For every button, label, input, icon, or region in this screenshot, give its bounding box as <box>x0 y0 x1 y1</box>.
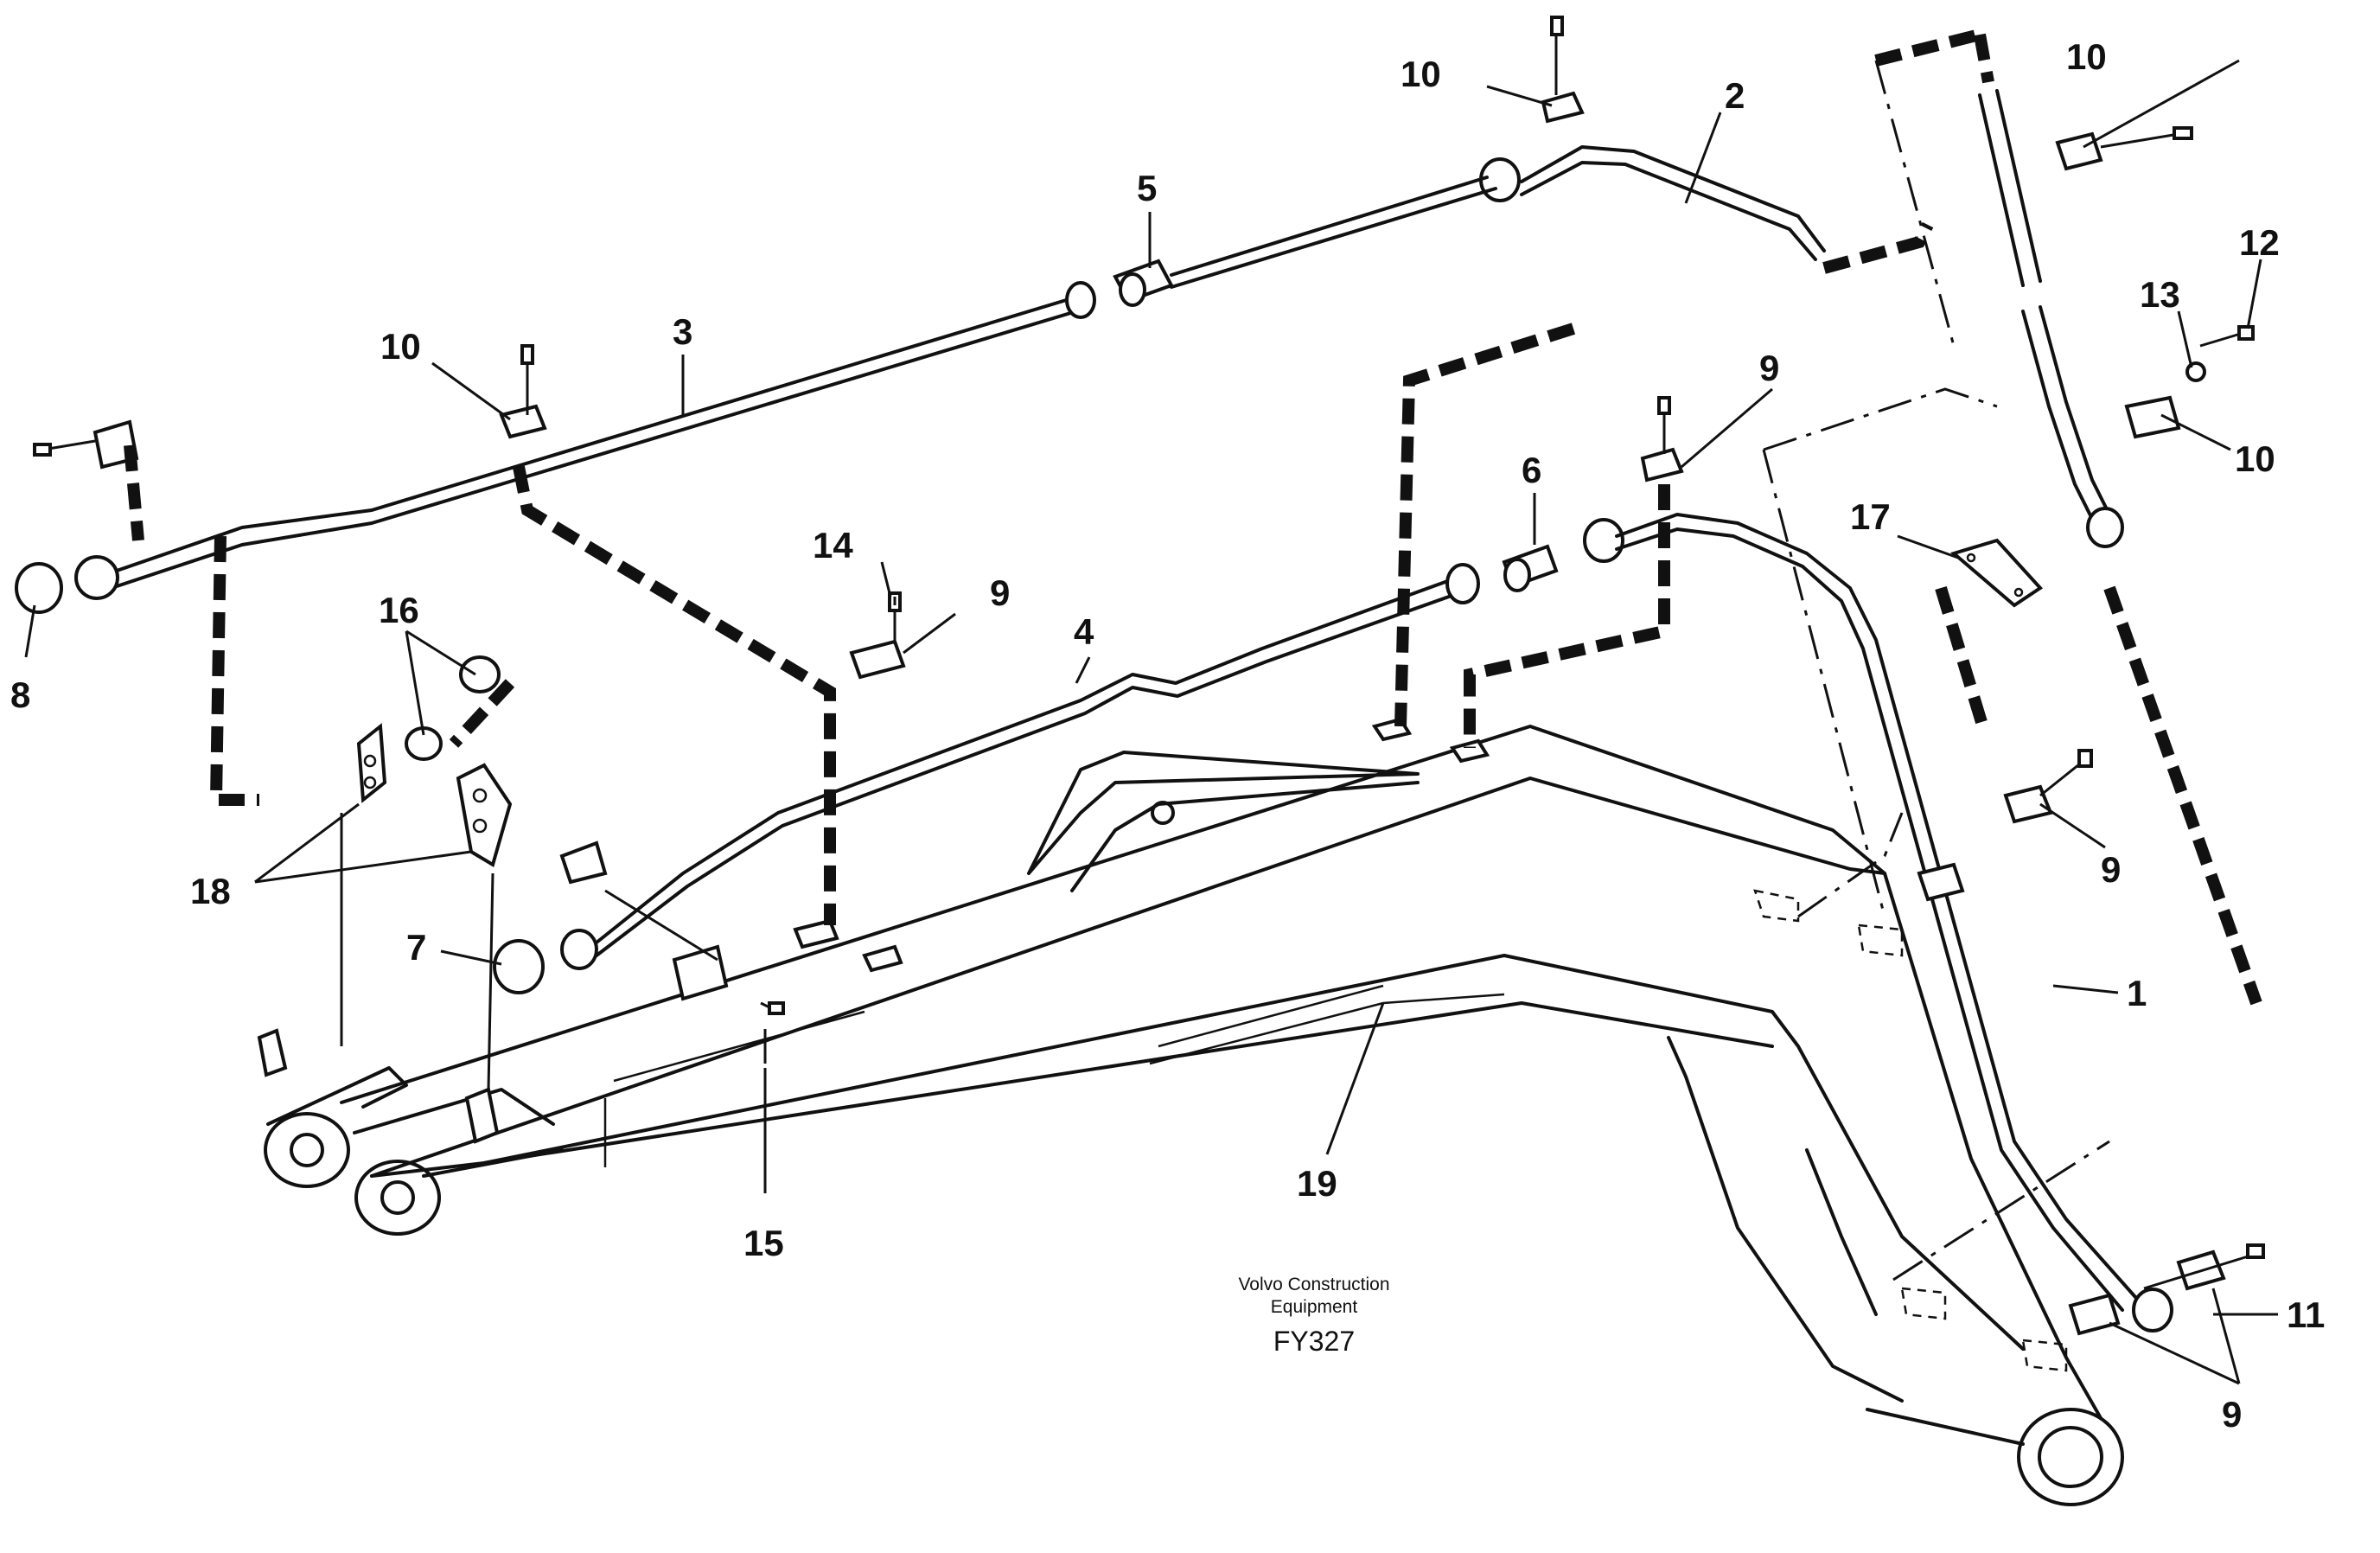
callout-2: 2 <box>1725 75 1745 116</box>
callout-10-top: 10 <box>1401 54 1441 94</box>
callout-10-top-right: 10 <box>2066 36 2107 77</box>
pipe-2 <box>1479 145 1826 261</box>
pipe-4 <box>493 563 1480 994</box>
diagram-caption: Volvo Construction Equipment FY327 <box>1238 1275 1389 1357</box>
callout-5: 5 <box>1137 168 1157 208</box>
callout-leaders <box>24 59 2278 1385</box>
boom-structure <box>264 60 2124 1506</box>
bolts <box>763 325 2265 1290</box>
callout-1: 1 <box>2127 973 2147 1013</box>
brackets-18 <box>257 723 785 1144</box>
clamps <box>33 16 2226 1336</box>
callout-labels: 1 2 3 4 5 6 7 8 9 9 9 9 10 10 10 10 11 1… <box>10 36 2325 1435</box>
callout-11: 11 <box>2287 1294 2325 1335</box>
callout-9-bottom-right: 9 <box>2222 1394 2242 1435</box>
coupling-6 <box>1502 518 1624 592</box>
callout-19: 19 <box>1297 1163 1337 1204</box>
callout-12: 12 <box>2239 222 2280 263</box>
callout-15: 15 <box>743 1223 784 1263</box>
callout-17: 17 <box>1850 496 1891 537</box>
callout-14: 14 <box>813 525 853 566</box>
pipe-right-vertical <box>1978 89 2124 548</box>
nuts-16 <box>405 655 501 761</box>
caption-company-line1: Volvo Construction <box>1238 1275 1389 1294</box>
callout-6: 6 <box>1522 450 1541 490</box>
callout-4: 4 <box>1074 611 1094 652</box>
callout-10-right: 10 <box>2235 438 2275 479</box>
callout-8: 8 <box>10 674 30 715</box>
callout-9-right-top: 9 <box>1759 348 1779 388</box>
callout-9-right-mid: 9 <box>2101 849 2121 890</box>
pipe-1 <box>1615 513 2173 1333</box>
callout-18: 18 <box>190 871 231 911</box>
figure-code: FY327 <box>1273 1326 1355 1357</box>
callout-10-left: 10 <box>380 326 421 367</box>
callout-13: 13 <box>2140 274 2180 315</box>
pipe-3 <box>15 281 1096 614</box>
assembly-lines <box>124 29 2262 1006</box>
callout-7: 7 <box>406 927 426 968</box>
coupling-5 <box>1113 176 1497 307</box>
callout-3: 3 <box>673 311 692 352</box>
callout-9-center: 9 <box>990 572 1010 613</box>
caption-company-line2: Equipment <box>1271 1297 1358 1317</box>
plate-17 <box>1949 538 2044 608</box>
callout-16: 16 <box>379 590 419 630</box>
